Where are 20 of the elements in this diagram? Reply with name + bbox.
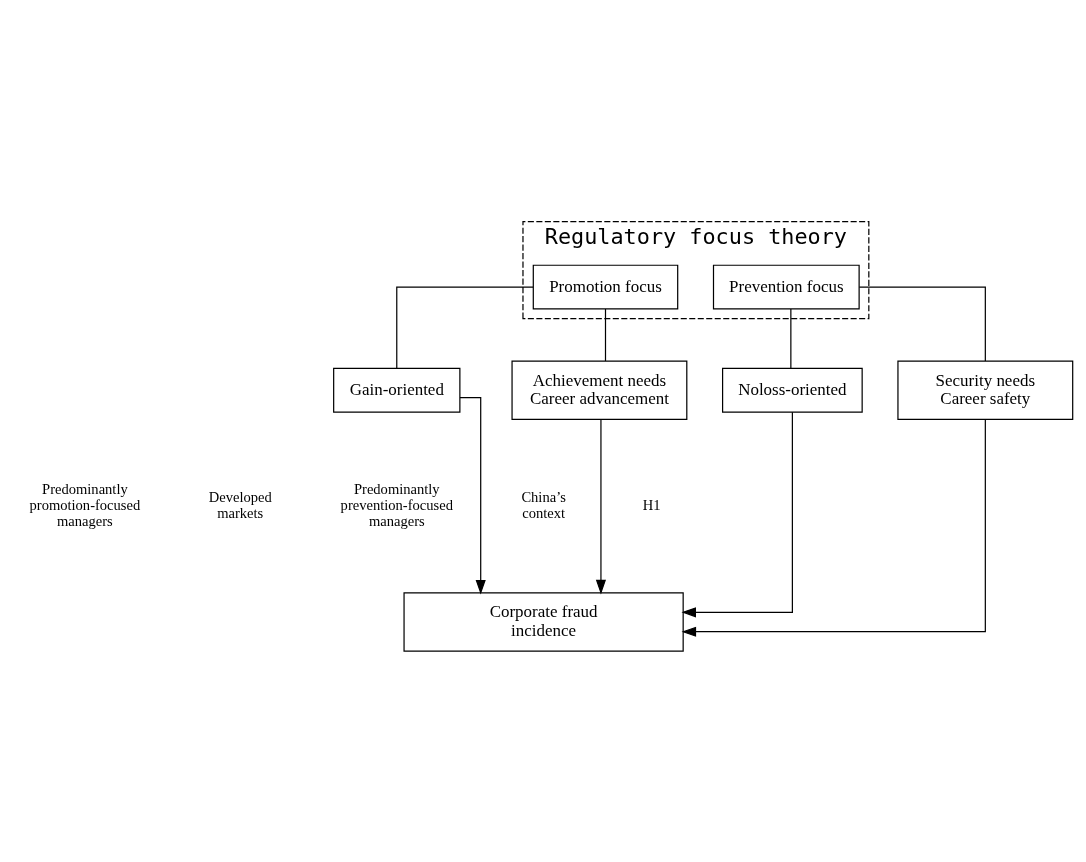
connector [604, 307, 607, 362]
arrow [595, 418, 607, 594]
arrow [681, 411, 793, 617]
node-box: Prevention focus [712, 264, 860, 310]
node-box: Gain-oriented [333, 367, 461, 413]
label: Developed markets [208, 488, 272, 521]
label: Predominantly prevention-focused managers [340, 480, 453, 529]
node-box: Noloss-oriented [722, 367, 863, 413]
label: H1 [642, 496, 661, 513]
node-box: Promotion focus [532, 264, 679, 310]
arrow [459, 396, 486, 594]
node-box: Corporate fraud incidence [403, 591, 684, 652]
connector [790, 307, 792, 369]
label: Predominantly promotion-focused managers [29, 480, 141, 529]
connector [396, 286, 534, 369]
label: China’s context [521, 488, 566, 521]
arrow [681, 418, 986, 637]
node-box: Achievement needs Career advancement [511, 360, 688, 420]
connector [858, 286, 986, 362]
node-box: Security needs Career safety [897, 360, 1074, 420]
